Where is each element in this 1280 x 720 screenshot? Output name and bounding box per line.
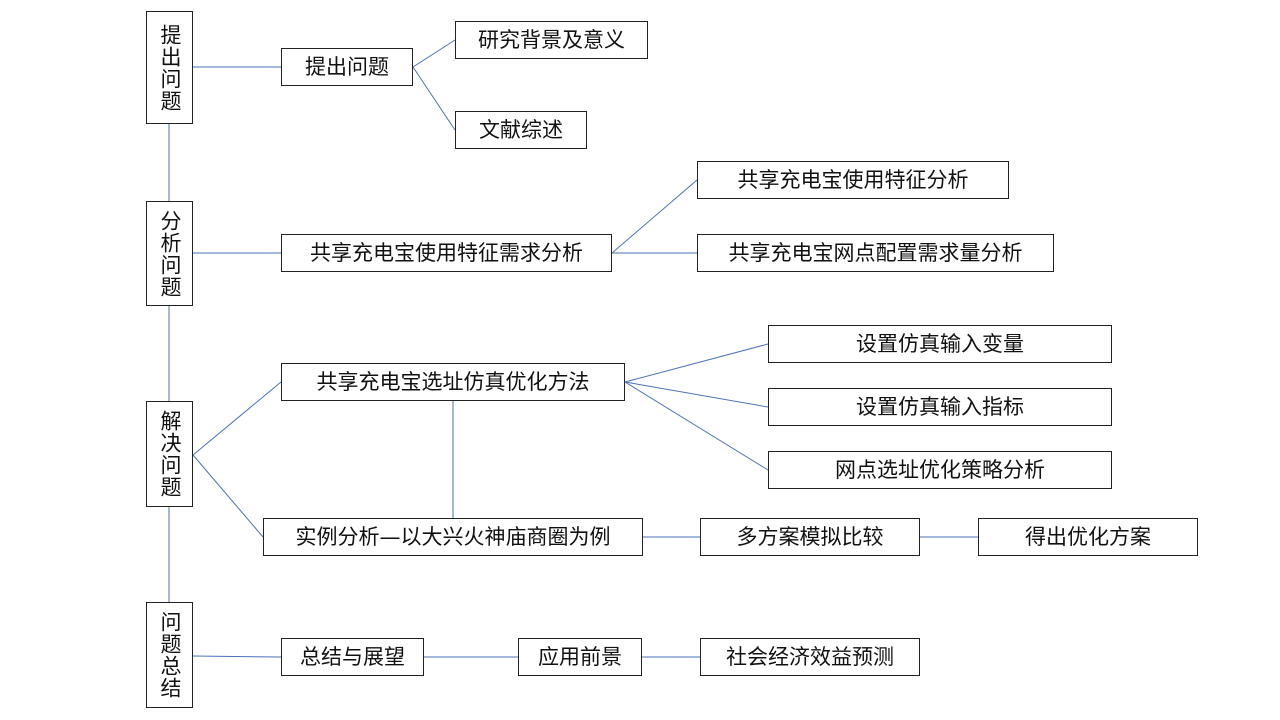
connector-s3-n7	[192, 381, 282, 456]
node-socioeconomic-forecast: 社会经济效益预测	[700, 638, 920, 676]
connector-n1-n2	[412, 39, 456, 68]
node-site-demand-analysis: 共享充电宝网点配置需求量分析	[697, 234, 1054, 272]
stage-solve-problem: 解决问题	[146, 401, 193, 507]
connector-n7-n10	[624, 381, 769, 471]
node-siting-strategy-analysis: 网点选址优化策略分析	[768, 451, 1112, 489]
stage-analyze-problem: 分析问题	[146, 201, 193, 306]
connector-n7-n9	[624, 381, 769, 408]
node-scenario-comparison: 多方案模拟比较	[700, 518, 920, 556]
connector-n4-n5	[611, 179, 698, 254]
node-summary-outlook: 总结与展望	[281, 638, 424, 676]
node-propose-problem: 提出问题	[281, 48, 413, 86]
node-usage-demand-analysis: 共享充电宝使用特征需求分析	[281, 234, 612, 272]
node-case-study: 实例分析—以大兴火神庙商圈为例	[263, 518, 643, 556]
node-literature-review: 文献综述	[455, 111, 587, 149]
node-optimal-plan: 得出优化方案	[978, 518, 1198, 556]
node-research-background: 研究背景及意义	[455, 21, 648, 59]
stage-propose-problem: 提出问题	[146, 11, 193, 124]
node-application-prospect: 应用前景	[518, 638, 642, 676]
connector-s4-n14	[192, 655, 282, 658]
node-sim-input-indicators: 设置仿真输入指标	[768, 388, 1112, 426]
stage-summary: 问题总结	[146, 602, 193, 708]
node-usage-feature-analysis: 共享充电宝使用特征分析	[697, 161, 1009, 199]
node-sim-input-variables: 设置仿真输入变量	[768, 325, 1112, 363]
connector-n1-n3	[412, 66, 456, 131]
connector-n7-n8	[624, 343, 769, 383]
connector-s3-n11	[192, 454, 264, 538]
node-siting-optimization-method: 共享充电宝选址仿真优化方法	[281, 363, 625, 401]
